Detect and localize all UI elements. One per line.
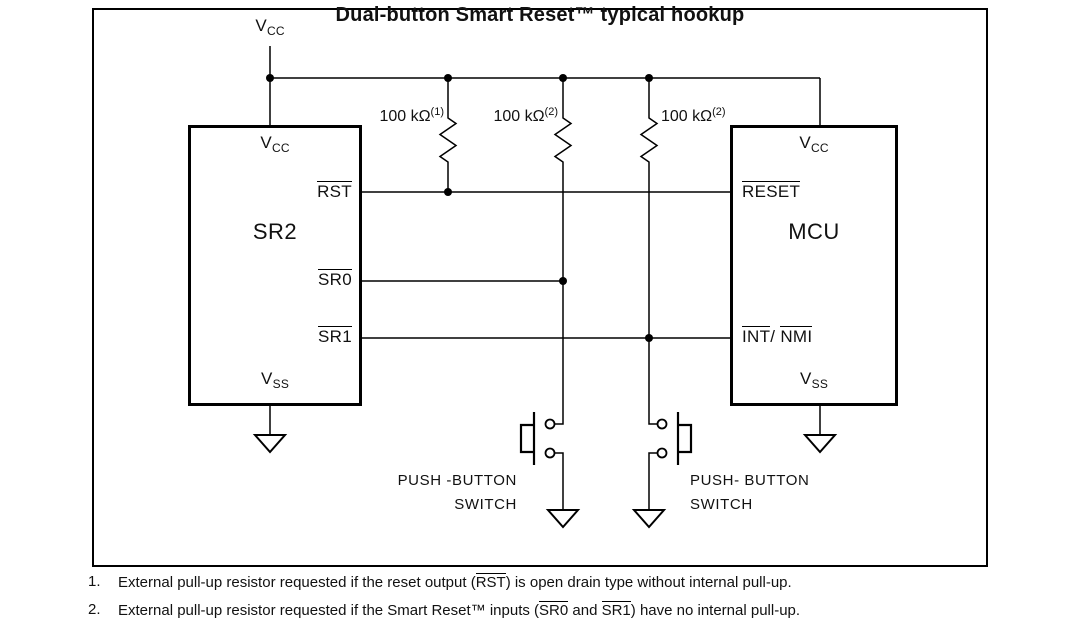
sr2-pin-vcc: VCC — [260, 133, 290, 155]
mcu-pin-reset: RESET — [742, 181, 801, 201]
mcu-chip-box — [730, 125, 898, 406]
sr2-chip-box — [188, 125, 362, 406]
switch-left-label-line2: SWITCH — [454, 496, 517, 513]
resistor-2-label: 100 kΩ(2) — [493, 106, 558, 125]
diagram-title: Dual-button Smart Reset™ typical hookup — [335, 4, 745, 26]
footnote-2: 2. External pull-up resistor requested i… — [88, 601, 801, 619]
mcu-pin-int-nmi: INT/ NMI — [742, 326, 813, 346]
diagram-frame — [92, 8, 988, 567]
resistor-1-label: 100 kΩ(1) — [379, 106, 444, 125]
vcc-supply-label: VCC — [255, 16, 285, 38]
mcu-pin-vss: VSS — [799, 369, 829, 391]
sr2-pin-vss: VSS — [260, 369, 290, 391]
switch-right-label-line2: SWITCH — [690, 496, 753, 513]
mcu-pin-vcc: VCC — [799, 133, 829, 155]
resistor-3-label: 100 kΩ(2) — [661, 106, 726, 125]
sr2-pin-sr1: SR1 — [318, 326, 352, 346]
footnote-1: 1. External pull-up resistor requested i… — [88, 573, 792, 591]
mcu-chip-name: MCU — [788, 219, 840, 244]
sr2-pin-rst: RST — [317, 181, 352, 201]
switch-left-label-line1: PUSH -BUTTON — [397, 472, 517, 489]
sr2-chip-name: SR2 — [252, 219, 298, 244]
sr2-pin-sr0: SR0 — [318, 269, 352, 289]
switch-right-label-line1: PUSH- BUTTON — [690, 472, 810, 489]
